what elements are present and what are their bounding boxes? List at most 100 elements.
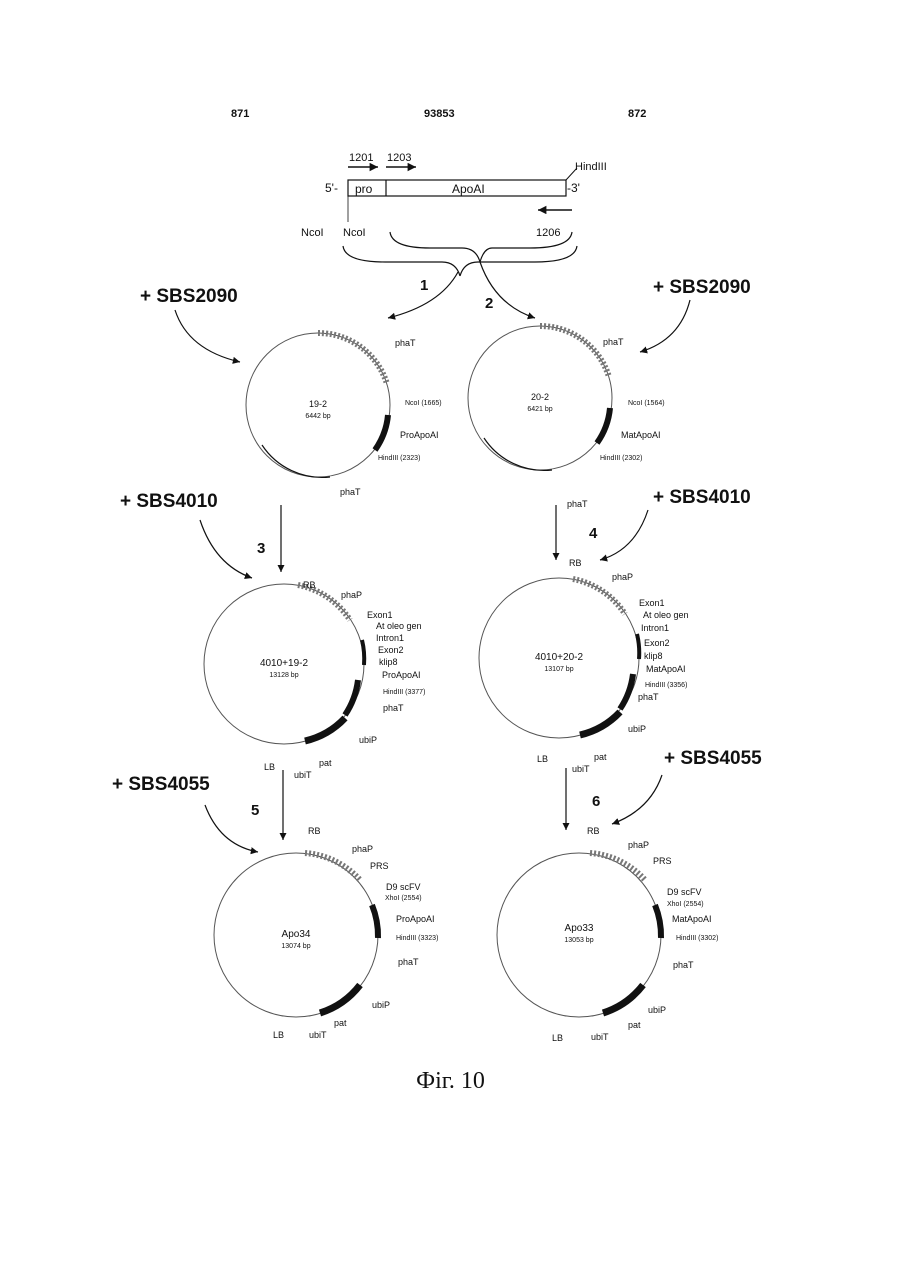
step-3-label: 3 (257, 540, 265, 557)
add-sbs4010-right: + SBS4010 (653, 487, 751, 508)
feature-label: HindIII (3356) (645, 682, 687, 689)
primer-1201-label: 1201 (349, 152, 373, 164)
feature-label: PRS (370, 861, 389, 871)
feature-label: HindIII (2302) (600, 455, 642, 462)
feature-label: D9 scFV (667, 887, 702, 897)
plasmid-19-2: 19-2 6442 bp phaT NcoI (1665) ProApoAI H… (246, 333, 442, 497)
feature-label: phaP (341, 590, 362, 600)
feature-label: MatApoAI (672, 914, 712, 924)
feature-label: phaP (352, 844, 373, 854)
feature-label: ProApoAI (400, 430, 439, 440)
feature-label: phaT (673, 960, 694, 970)
plasmid-20-2-name: 20-2 (531, 392, 549, 402)
feature-label: NcoI (1665) (405, 400, 442, 407)
feature-label: At oleo gen (376, 621, 422, 631)
feature-label: PRS (653, 856, 672, 866)
feature-label: HindIII (3377) (383, 689, 425, 696)
step-5-label: 5 (251, 802, 259, 819)
plasmid-apo33-name: Apo33 (565, 923, 594, 934)
feature-label: HindIII (3302) (676, 935, 718, 942)
plasmid-4010-19-2-name: 4010+19-2 (260, 658, 309, 669)
pro-segment: pro (355, 182, 373, 196)
apoai-segment: ApoAI (452, 182, 485, 196)
feature-label: RB (587, 826, 600, 836)
feature-label: pat (334, 1018, 347, 1028)
add-sbs2090-right: + SBS2090 (653, 277, 751, 298)
step-6-label: 6 (592, 793, 600, 810)
plasmid-19-2-size: 6442 bp (305, 413, 330, 420)
plasmid-20-2-size: 6421 bp (527, 406, 552, 413)
primer-1206-label: 1206 (536, 227, 560, 239)
plasmid-apo33: Apo33 13053 bp RB phaP PRS D9 scFV XhoI … (497, 826, 718, 1043)
feature-label: MatApoAI (646, 664, 686, 674)
step-1-label: 1 (420, 277, 428, 294)
feature-label: phaT (383, 703, 404, 713)
plasmid-apo34: Apo34 13074 bp RB phaP PRS D9 scFV XhoI … (214, 826, 438, 1040)
feature-label: RB (569, 558, 582, 568)
add-sbs4055-left: + SBS4055 (112, 774, 210, 795)
feature-label: LB (264, 762, 275, 772)
hindiii-site: HindIII (575, 161, 607, 173)
feature-label: ubiP (372, 1000, 390, 1010)
three-prime-end: -3' (567, 181, 580, 195)
feature-label: ubiP (648, 1005, 666, 1015)
feature-label: phaT (395, 338, 416, 348)
plasmid-4010-20-2-name: 4010+20-2 (535, 652, 584, 663)
feature-label: ProApoAI (396, 914, 435, 924)
plasmid-19-2-name: 19-2 (309, 399, 327, 409)
feature-label: Intron1 (641, 623, 669, 633)
feature-label: klip8 (644, 651, 663, 661)
feature-label: RB (303, 580, 316, 590)
step-4-label: 4 (589, 525, 598, 542)
fragment-brace-inner (390, 232, 480, 262)
feature-label: XhoI (2554) (385, 895, 422, 902)
feature-label: phaT (340, 487, 361, 497)
feature-label: NcoI (1564) (628, 400, 665, 407)
add-sbs4010-left: + SBS4010 (120, 491, 218, 512)
feature-label: Exon1 (367, 610, 393, 620)
feature-label: Exon2 (644, 638, 670, 648)
plasmid-apo34-size: 13074 bp (281, 943, 310, 950)
plasmid-4010-20-2-size: 13107 bp (544, 666, 573, 673)
ncoi-inner-site: NcoI (343, 227, 366, 239)
plasmid-20-2: 20-2 6421 bp phaT NcoI (1564) MatApoAI H… (468, 326, 665, 509)
linear-construct: 1201 1203 5'- pro ApoAI -3' HindIII NcoI… (301, 152, 607, 276)
feature-label: pat (319, 758, 332, 768)
feature-label: D9 scFV (386, 882, 421, 892)
feature-label: pat (594, 752, 607, 762)
feature-label: Exon2 (378, 645, 404, 655)
feature-label: phaT (567, 499, 588, 509)
plasmid-4010-19-2-size: 13128 bp (269, 672, 298, 679)
feature-label: ubiT (294, 770, 312, 780)
feature-label: HindIII (2323) (378, 455, 420, 462)
feature-label: XhoI (2554) (667, 901, 704, 908)
feature-label: LB (537, 754, 548, 764)
feature-label: HindIII (3323) (396, 935, 438, 942)
primer-1203-label: 1203 (387, 152, 411, 164)
feature-label: phaT (603, 337, 624, 347)
feature-label: phaP (612, 572, 633, 582)
feature-label: ubiT (591, 1032, 609, 1042)
fragment-brace-outer (343, 246, 460, 276)
plasmid-4010-20-2: 4010+20-2 13107 bp RB phaP Exon1 At oleo… (479, 558, 689, 774)
feature-label: MatApoAI (621, 430, 661, 440)
step-2-label: 2 (485, 295, 493, 312)
add-sbs4055-right: + SBS4055 (664, 748, 762, 769)
feature-label: Exon1 (639, 598, 665, 608)
feature-label: ubiP (628, 724, 646, 734)
feature-label: phaP (628, 840, 649, 850)
feature-label: ubiP (359, 735, 377, 745)
plasmid-4010-19-2: 4010+19-2 13128 bp RB phaP Exon1 At oleo… (204, 580, 425, 780)
figure-caption: Фіг. 10 (0, 1068, 901, 1095)
feature-label: pat (628, 1020, 641, 1030)
feature-label: ubiT (309, 1030, 327, 1040)
feature-label: ubiT (572, 764, 590, 774)
feature-label: phaT (638, 692, 659, 702)
feature-label: LB (273, 1030, 284, 1040)
plasmid-apo34-name: Apo34 (282, 929, 311, 940)
feature-label: RB (308, 826, 321, 836)
five-prime-end: 5'- (325, 181, 338, 195)
feature-label: At oleo gen (643, 610, 689, 620)
feature-label: LB (552, 1033, 563, 1043)
feature-label: phaT (398, 957, 419, 967)
